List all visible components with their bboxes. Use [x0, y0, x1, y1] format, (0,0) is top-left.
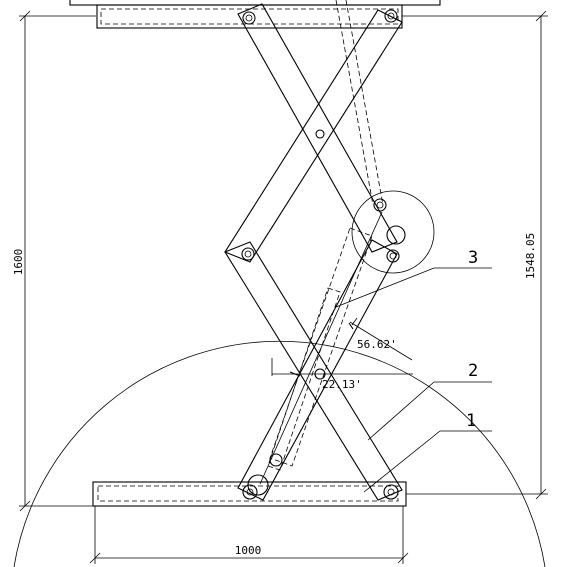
callout-3	[335, 267, 492, 308]
dim-1000	[89, 506, 409, 564]
swing-arc	[13, 340, 546, 567]
angle-upper-label: 56.62'	[357, 338, 397, 351]
dim-1600	[19, 10, 96, 512]
hydraulic-cylinder	[259, 0, 384, 485]
angle-lower	[271, 358, 413, 377]
angle-upper	[348, 317, 413, 361]
angle-lower-label: 22.13'	[322, 378, 362, 391]
callout-2	[367, 381, 492, 441]
dim-1548-label: 1548.05	[524, 233, 537, 279]
dim-1548	[402, 10, 548, 500]
scissor-arm-lower-b	[237, 239, 398, 501]
callout-2-label: 2	[468, 361, 478, 381]
dim-1000-label: 1000	[235, 544, 262, 557]
callout-3-label: 3	[468, 248, 478, 268]
dim-1600-label: 1600	[12, 249, 25, 276]
scissor-arm-upper-b	[224, 9, 403, 263]
top-platform	[69, 0, 441, 29]
scissor-arm-upper-a	[237, 3, 398, 253]
callout-1	[363, 430, 492, 493]
detail-circle	[351, 190, 435, 274]
callout-1-label: 1	[466, 411, 476, 431]
pivot-pins	[241, 9, 406, 500]
scissor-arm-lower-a	[224, 241, 403, 501]
